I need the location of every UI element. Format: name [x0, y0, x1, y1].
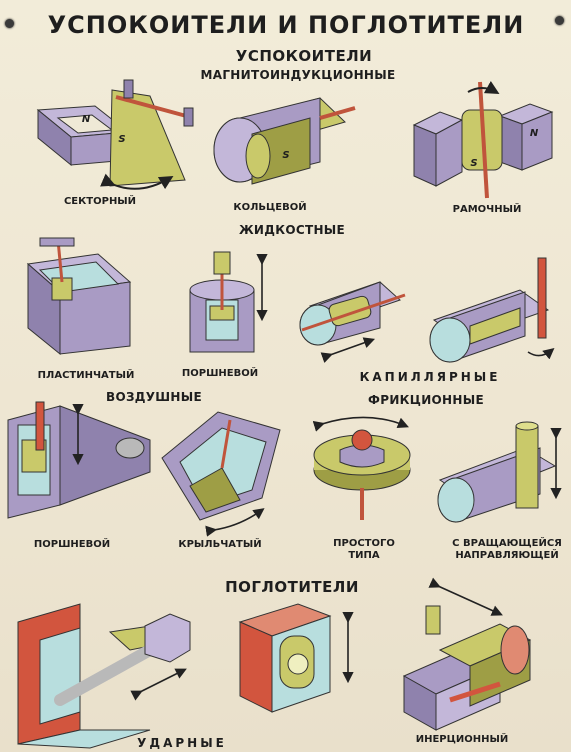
- caption-vane: КРЫЛЬЧАТЫЙ: [178, 539, 262, 550]
- caption-simple-type-line1: ПРОСТОГО: [333, 538, 395, 549]
- section-air: ВОЗДУШНЫЕ: [105, 390, 203, 404]
- caption-rotating-guide-line1: С ВРАЩАЮЩЕЙСЯ: [452, 538, 562, 549]
- caption-inertial: ИНЕРЦИОННЫЙ: [415, 734, 509, 745]
- caption-ring: КОЛЬЦЕВОЙ: [233, 202, 307, 213]
- caption-simple-type-line2: ТИПА: [348, 550, 380, 561]
- caption-impact: УДАРНЫЕ: [137, 736, 227, 750]
- impact-absorber-2-illustration: [238, 603, 354, 713]
- impact-absorber-1-illustration: [17, 603, 191, 749]
- ring-damper-illustration: [213, 97, 356, 185]
- inertial-absorber-illustration: [402, 577, 532, 731]
- caption-air-piston: ПОРШНЕВОЙ: [33, 539, 111, 550]
- section-dampers: УСПОКОИТЕЛИ: [235, 47, 373, 65]
- section-friction: ФРИКЦИОННЫЕ: [368, 393, 484, 407]
- poster-title: УСПОКОИТЕЛИ И ПОГЛОТИТЕЛИ: [47, 11, 525, 39]
- caption-sector: СЕКТОРНЫЙ: [63, 196, 137, 207]
- pole-label-s-frame: S: [470, 158, 478, 169]
- section-magnetic: МАГНИТОИНДУКЦИОННЫЕ: [200, 68, 396, 82]
- caption-rotating-guide-line2: НАПРАВЛЯЮЩЕЙ: [455, 550, 559, 561]
- pole-label-n-sector: N: [81, 114, 91, 125]
- pole-label-s-sector: S: [118, 134, 126, 145]
- caption-frame: РАМОЧНЫЙ: [452, 204, 522, 215]
- caption-liquid-piston: ПОРШНЕВОЙ: [181, 368, 259, 379]
- plate-damper-illustration: [26, 237, 132, 356]
- pole-label-s-ring: S: [282, 150, 290, 161]
- section-capillary: КАПИЛЛЯРНЫЕ: [359, 370, 501, 384]
- sector-damper-illustration: [36, 79, 194, 190]
- air-piston-damper-illustration: [7, 401, 151, 519]
- caption-simple-type: ПРОСТОГО ТИПА: [333, 538, 395, 562]
- pin: [555, 16, 564, 25]
- caption-plate: ПЛАСТИНЧАТЫЙ: [37, 370, 135, 381]
- rotating-guide-friction-damper-illustration: [437, 421, 562, 523]
- section-absorbers: ПОГЛОТИТЕЛИ: [225, 578, 359, 596]
- liquid-piston-damper-illustration: [189, 251, 268, 353]
- vane-damper-illustration: [161, 411, 281, 537]
- frame-damper-illustration: [412, 80, 554, 199]
- caption-rotating-guide: С ВРАЩАЮЩЕЙСЯ НАПРАВЛЯЮЩЕЙ: [452, 538, 562, 562]
- pole-label-n-frame: N: [529, 128, 539, 139]
- section-liquid: ЖИДКОСТНЫЕ: [238, 223, 346, 237]
- simple-friction-damper-illustration: [312, 416, 411, 520]
- capillary-damper-1-illustration: [299, 281, 406, 363]
- capillary-damper-2-illustration: [429, 257, 555, 363]
- pin: [5, 19, 14, 28]
